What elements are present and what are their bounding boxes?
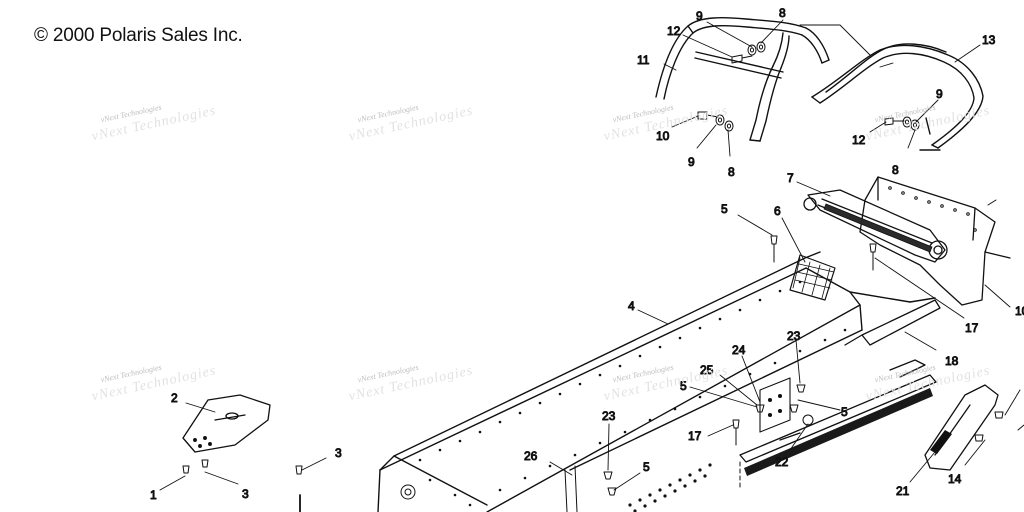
callout-3: 3 — [335, 446, 342, 460]
callout-6: 6 — [774, 204, 781, 218]
snow-flap — [859, 176, 1011, 306]
callout-13: 13 — [982, 33, 996, 47]
callout-9: 9 — [688, 155, 695, 169]
callout-26: 26 — [524, 449, 538, 463]
callout-5: 5 — [643, 460, 650, 474]
leader-lines — [159, 19, 1021, 491]
callout-11: 11 — [637, 53, 650, 67]
flap-rivets — [888, 186, 977, 232]
rear-bumper-hardware-right — [884, 116, 920, 131]
callout-22: 22 — [775, 455, 789, 469]
reflector-grille — [930, 430, 952, 454]
callout-8: 8 — [779, 6, 786, 20]
taillight-lens-strip — [823, 203, 933, 253]
callout-5: 5 — [841, 405, 848, 419]
callout-10: 10 — [656, 129, 670, 143]
callout-2: 2 — [171, 391, 178, 405]
callout-18: 18 — [945, 354, 959, 368]
fasteners — [182, 235, 877, 496]
tunnel-front-panel — [400, 465, 578, 512]
tunnel-rivets — [418, 280, 847, 507]
callout-23: 23 — [787, 329, 801, 343]
callout-5: 5 — [680, 379, 687, 393]
running-board-rail — [739, 359, 937, 463]
callout-17: 17 — [688, 429, 702, 443]
callout-1: 1 — [150, 488, 157, 502]
copyright-notice: © 2000 Polaris Sales Inc. — [34, 25, 243, 46]
rear-bumper-hardware — [697, 41, 766, 132]
callout-23: 23 — [602, 409, 616, 423]
hitch-bracket — [182, 394, 301, 512]
callout-12: 12 — [667, 24, 681, 38]
callout-labels: 9 8 12 11 13 10 9 8 9 12 8 7 5 6 4 17 10… — [150, 6, 1024, 503]
rear-tunnel — [377, 251, 936, 512]
front-grab-bar — [655, 16, 830, 142]
reflector-screws — [974, 199, 1024, 442]
callout-10: 10 — [1015, 304, 1024, 318]
rear-reflector-housing — [924, 384, 999, 471]
callout-17: 17 — [965, 321, 979, 335]
callout-14: 14 — [948, 472, 962, 486]
running-board-dark-edge — [744, 388, 933, 476]
callout-7: 7 — [787, 171, 794, 185]
callout-12: 12 — [852, 133, 866, 147]
callout-4: 4 — [628, 299, 635, 313]
center-support-bracket — [759, 377, 791, 433]
rear-bumper — [811, 43, 984, 151]
callout-5: 5 — [721, 202, 728, 216]
callout-8: 8 — [728, 165, 735, 179]
callout-8: 8 — [892, 163, 899, 177]
tunnel-vent-holes — [628, 463, 712, 512]
callout-24: 24 — [732, 343, 746, 357]
callout-3: 3 — [242, 487, 249, 501]
callout-9: 9 — [696, 9, 703, 23]
callout-9: 9 — [936, 87, 943, 101]
callout-25: 25 — [700, 363, 714, 377]
callout-21: 21 — [896, 484, 910, 498]
tunnel-mesh-patch — [789, 254, 836, 301]
slide-rail — [844, 299, 941, 346]
